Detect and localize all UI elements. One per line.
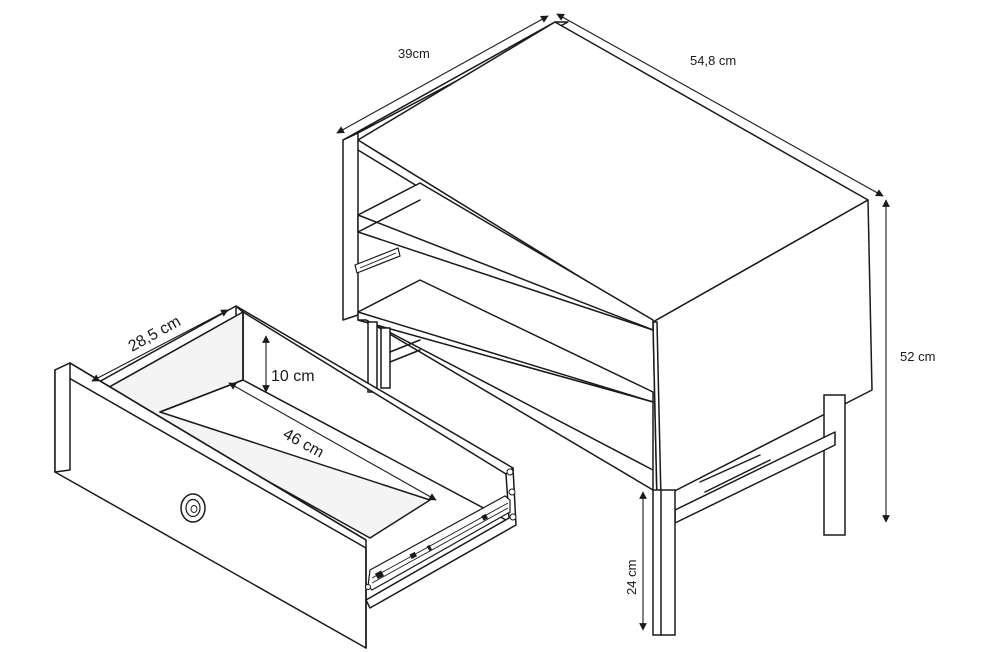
dimension-width: 54,8 cm — [556, 13, 884, 197]
leg-height-label: 24 cm — [624, 560, 639, 595]
drawer-height-label: 10 cm — [271, 368, 315, 385]
dimension-leg-height: 24 cm — [624, 491, 647, 631]
dimension-depth: 39cm — [336, 15, 549, 134]
dimension-height: 52 cm — [882, 199, 935, 523]
drawer-knob-icon[interactable] — [180, 493, 206, 523]
dimension-drawer-height: 10 cm — [262, 335, 315, 393]
width-label: 54,8 cm — [690, 53, 736, 68]
drawer-slide-rail — [365, 468, 517, 591]
height-label: 52 cm — [900, 349, 935, 364]
upper-shelf-rail — [354, 247, 401, 274]
depth-label: 39cm — [398, 46, 430, 61]
